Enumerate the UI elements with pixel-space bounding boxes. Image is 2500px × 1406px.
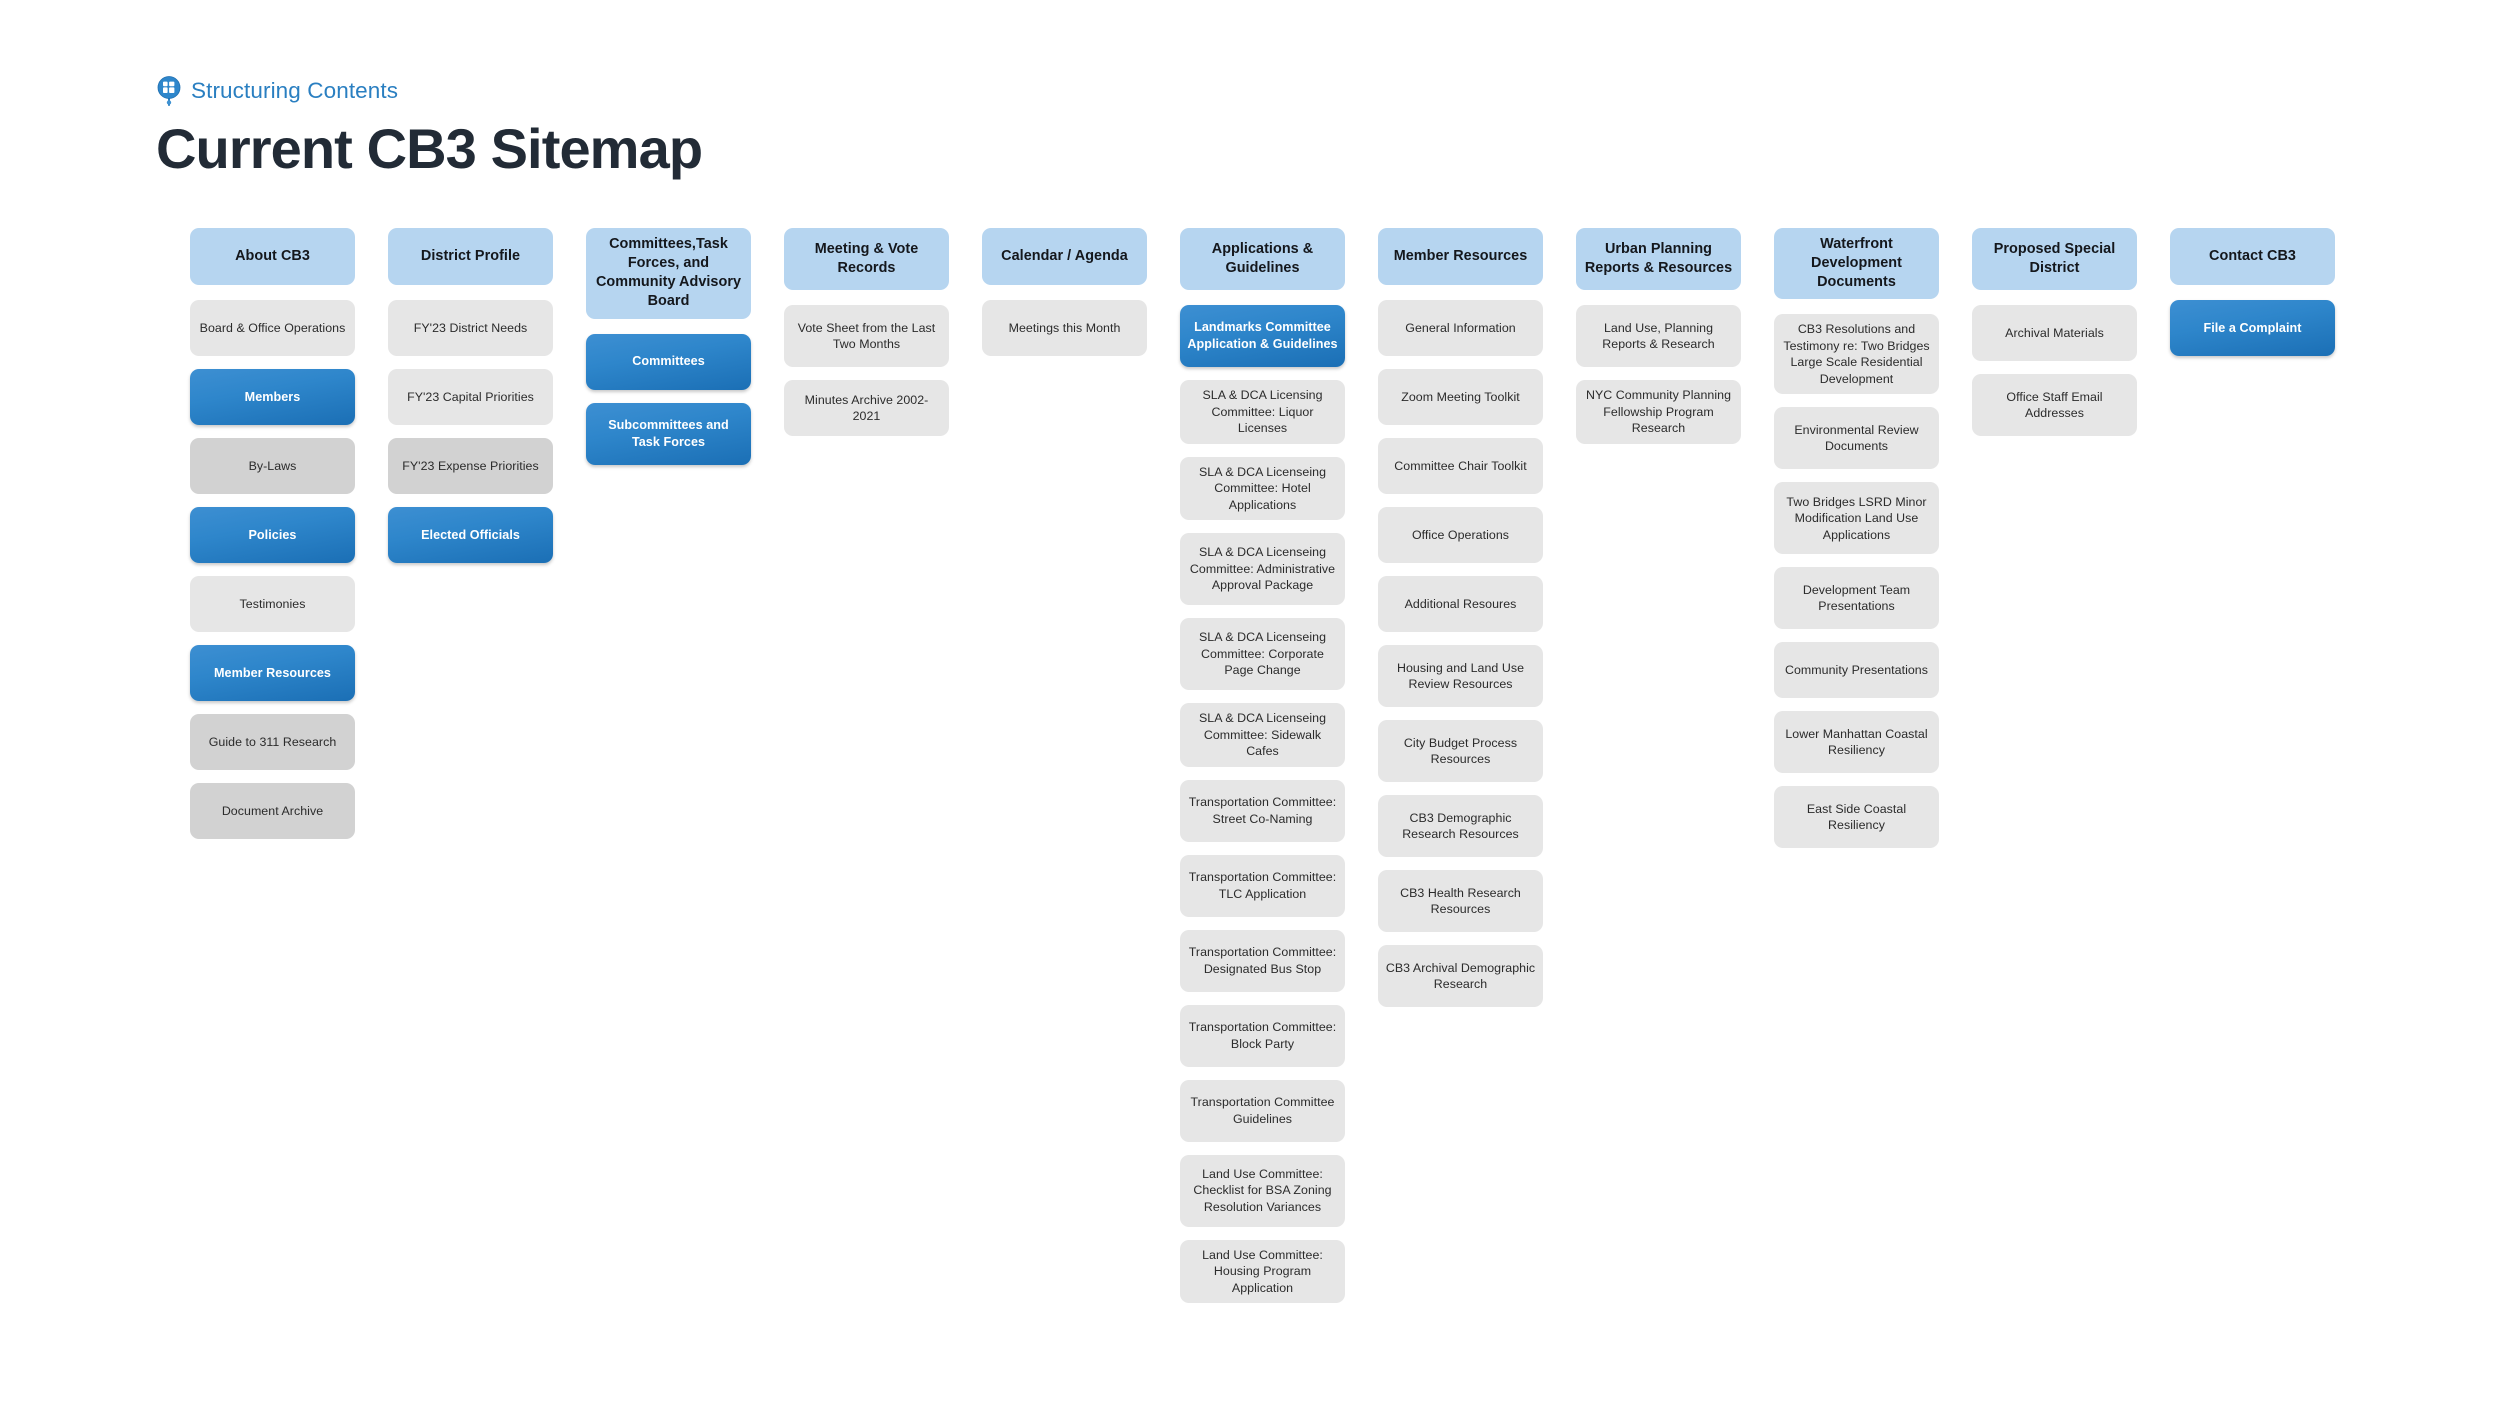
sitemap-node[interactable]: FY'23 Expense Priorities (388, 438, 553, 494)
sitemap-column-committees-task-forces: Committees,Task Forces, and Community Ad… (586, 228, 751, 465)
sitemap-node[interactable]: Members (190, 369, 355, 425)
sitemap-node[interactable]: Board & Office Operations (190, 300, 355, 356)
sitemap-node[interactable]: FY'23 District Needs (388, 300, 553, 356)
sitemap-node[interactable]: Landmarks Committee Application & Guidel… (1180, 305, 1345, 367)
sitemap-node[interactable]: CB3 Demographic Research Resources (1378, 795, 1543, 857)
sitemap-node[interactable]: SLA & DCA Licenseing Committee: Sidewalk… (1180, 703, 1345, 767)
sitemap-node[interactable]: Land Use Committee: Checklist for BSA Zo… (1180, 1154, 1345, 1227)
sitemap-node[interactable]: CB3 Archival Demographic Research (1378, 945, 1543, 1007)
sitemap-node[interactable]: Development Team Presentations (1774, 567, 1939, 630)
sitemap-node[interactable]: Office Operations (1378, 507, 1543, 563)
sitemap-node[interactable]: Zoom Meeting Toolkit (1378, 369, 1543, 425)
sitemap-node[interactable]: Committees (586, 333, 751, 390)
sitemap-node[interactable]: Transportation Committee Guidelines (1180, 1079, 1345, 1142)
page-title: Current CB3 Sitemap (156, 117, 703, 180)
sitemap-node[interactable]: East Side Coastal Resiliency (1774, 786, 1939, 849)
sitemap-node[interactable]: Additional Resoures (1378, 576, 1543, 632)
sitemap-node[interactable]: Environmental Review Documents (1774, 407, 1939, 470)
section-header-waterfront-development[interactable]: Waterfront Development Documents (1774, 228, 1939, 300)
sitemap-node[interactable]: SLA & DCA Licensing Committee: Liquor Li… (1180, 380, 1345, 444)
section-header-applications-guidelines[interactable]: Applications & Guidelines (1180, 228, 1345, 290)
sitemap-node[interactable]: NYC Community Planning Fellowship Progra… (1576, 380, 1741, 444)
sitemap-node[interactable]: Testimonies (190, 576, 355, 632)
section-header-about-cb3[interactable]: About CB3 (190, 228, 355, 285)
sitemap-node[interactable]: City Budget Process Resources (1378, 720, 1543, 782)
sitemap-node[interactable]: By-Laws (190, 438, 355, 494)
sitemap-node[interactable]: Community Presentations (1774, 642, 1939, 699)
sitemap-node[interactable]: SLA & DCA Licenseing Committee: Administ… (1180, 533, 1345, 605)
section-header-calendar-agenda[interactable]: Calendar / Agenda (982, 228, 1147, 285)
sitemap-node[interactable]: Housing and Land Use Review Resources (1378, 645, 1543, 707)
breadcrumb: Structuring Contents (156, 76, 702, 106)
sitemap-node[interactable]: Transportation Committee: Designated Bus… (1180, 929, 1345, 992)
section-header-proposed-special-district[interactable]: Proposed Special District (1972, 228, 2137, 290)
sitemap-node[interactable]: Vote Sheet from the Last Two Months (784, 305, 949, 367)
sitemap-node[interactable]: Transportation Committee: Block Party (1180, 1004, 1345, 1067)
sitemap-node[interactable]: SLA & DCA Licenseing Committee: Corporat… (1180, 618, 1345, 690)
sitemap-node[interactable]: Lower Manhattan Coastal Resiliency (1774, 711, 1939, 774)
sitemap-node[interactable]: Land Use Committee: Housing Program Appl… (1180, 1239, 1345, 1303)
page-header: Structuring Contents Current CB3 Sitemap (156, 76, 703, 216)
sitemap-node[interactable]: Document Archive (190, 783, 355, 839)
sitemap-node[interactable]: Transportation Committee: Street Co-Nami… (1180, 779, 1345, 842)
sitemap-node[interactable]: SLA & DCA Licenseing Committee: Hotel Ap… (1180, 456, 1345, 520)
sitemap-node[interactable]: Subcommittees and Task Forces (586, 402, 751, 465)
sitemap-node[interactable]: Archival Materials (1972, 305, 2137, 361)
sitemap-node[interactable]: Committee Chair Toolkit (1378, 438, 1543, 494)
breadcrumb-label[interactable]: Structuring Contents (191, 77, 399, 103)
sitemap-node[interactable]: File a Complaint (2170, 300, 2335, 356)
section-header-district-profile[interactable]: District Profile (388, 228, 553, 285)
sitemap-node[interactable]: Minutes Archive 2002-2021 (784, 380, 949, 436)
sitemap-node[interactable]: Policies (190, 507, 355, 563)
sitemap-pin-icon (157, 76, 181, 106)
sitemap-node[interactable]: Two Bridges LSRD Minor Modification Land… (1774, 482, 1939, 555)
sitemap-node[interactable]: Elected Officials (388, 507, 553, 563)
section-header-meeting-vote-records[interactable]: Meeting & Vote Records (784, 228, 949, 290)
sitemap-node[interactable]: Office Staff Email Addresses (1972, 374, 2137, 436)
sitemap-node[interactable]: Meetings this Month (982, 300, 1147, 356)
sitemap-node[interactable]: Transportation Committee: TLC Applicatio… (1180, 854, 1345, 917)
sitemap-node[interactable]: CB3 Resolutions and Testimony re: Two Br… (1774, 314, 1939, 395)
sitemap-node[interactable]: Land Use, Planning Reports & Research (1576, 305, 1741, 367)
section-header-committees-task-forces[interactable]: Committees,Task Forces, and Community Ad… (586, 228, 751, 319)
section-header-contact-cb3[interactable]: Contact CB3 (2170, 228, 2335, 285)
section-header-urban-planning[interactable]: Urban Planning Reports & Resources (1576, 228, 1741, 290)
sitemap-node[interactable]: General Information (1378, 300, 1543, 356)
section-header-member-resources[interactable]: Member Resources (1378, 228, 1543, 285)
sitemap-node[interactable]: FY'23 Capital Priorities (388, 369, 553, 425)
sitemap-node[interactable]: CB3 Health Research Resources (1378, 870, 1543, 932)
sitemap-node[interactable]: Guide to 311 Research (190, 714, 355, 770)
sitemap-node[interactable]: Member Resources (190, 645, 355, 701)
